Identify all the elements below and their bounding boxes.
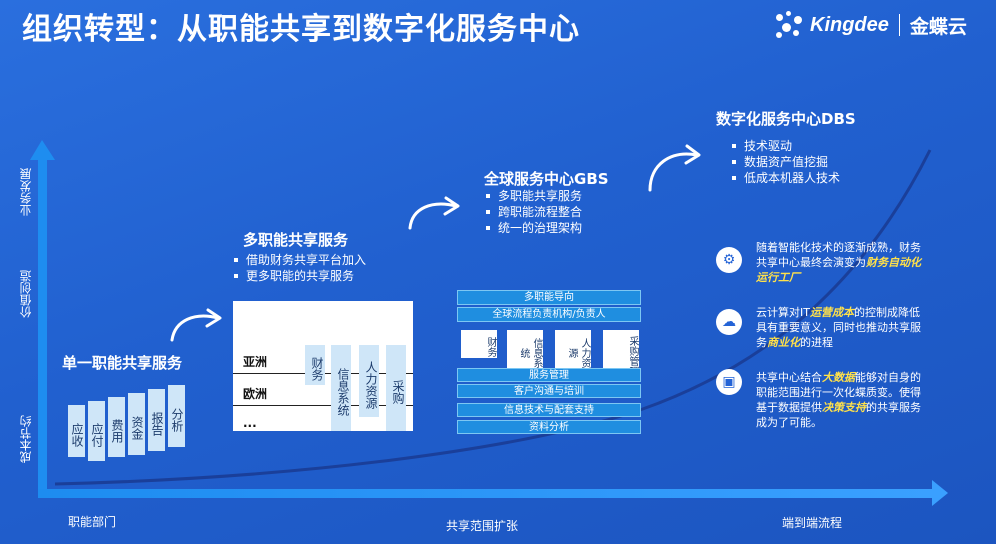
gbs-bar: 资料分析: [457, 420, 641, 434]
gbs-bar: 多职能导向: [457, 290, 641, 305]
y-axis-arrow-icon: [30, 140, 55, 160]
stage4-bullet: 低成本机器人技术: [730, 170, 840, 186]
stage2-bullet: 借助财务共享平台加入: [232, 252, 366, 268]
gbs-col: 信息系统: [507, 330, 543, 370]
stage2-col: 财务: [305, 345, 325, 385]
y-label-cost-saving: 成本节约: [19, 415, 33, 463]
stage2-col: 采购: [386, 345, 406, 431]
stage1-bars: 应收 应付 费用 资金 报告 分析: [68, 385, 188, 465]
stage3-bullets: 多职能共享服务 跨职能流程整合 统一的治理架构: [484, 188, 582, 236]
stage4-bullets: 技术驱动 数据资产值挖掘 低成本机器人技术: [730, 138, 840, 186]
stage1-bar: 报告: [148, 389, 165, 451]
stage1-title: 单一职能共享服务: [62, 354, 183, 372]
kingdee-logo-icon: [774, 10, 804, 40]
stage1-bar: 资金: [128, 393, 145, 455]
stage4-bullet: 数据资产值挖掘: [730, 154, 840, 170]
logo-brand: Kingdee: [810, 13, 889, 36]
stage1-bar: 应收: [68, 405, 85, 457]
stage3-bullet: 多职能共享服务: [484, 188, 582, 204]
x-label-share-scope: 共享范围扩张: [446, 519, 519, 533]
x-label-functional-dept: 职能部门: [68, 515, 117, 529]
page-title: 组织转型：从职能共享到数字化服务中心: [22, 12, 580, 47]
gbs-bar: 客户沟通与培训: [457, 384, 641, 398]
y-label-business-growth: 业务发展: [19, 168, 33, 216]
gbs-bar: 信息技术与配套支持: [457, 403, 641, 417]
stage2-bullet-cont: 更多职能的共享服务: [232, 268, 366, 284]
x-label-end-to-end: 端到端流程: [782, 516, 843, 530]
gbs-col: 人力资源: [555, 330, 591, 370]
stage1-bar: 应付: [88, 401, 105, 461]
row-label-europe: 欧洲: [243, 387, 268, 401]
chip-icon: ▣: [716, 369, 742, 395]
feature-cloud: 云计算对IT运营成本的控制成降低具有重要意义，同时也推动共享服务商业化的进程: [756, 306, 921, 349]
stage3-bullet: 统一的治理架构: [484, 220, 582, 236]
row-label-more: ...: [243, 416, 257, 430]
stage2-bullets: 借助财务共享平台加入 更多职能的共享服务: [232, 252, 366, 284]
stage4-bullet: 技术驱动: [730, 138, 840, 154]
x-axis: [38, 489, 936, 498]
gbs-bar: 全球流程负责机构/负责人: [457, 307, 641, 322]
logo-cn: 金蝶云: [909, 15, 967, 38]
stage2-col: 人力资源: [359, 345, 379, 417]
stage-arrow-3-icon: [648, 152, 699, 192]
stage-arrow-2-icon: [408, 202, 458, 230]
stage3-bullet: 跨职能流程整合: [484, 204, 582, 220]
feature-bigdata: 共享中心结合大数据能够对自身的职能范围进行一次化蝶质变。使得基于数据提供决策支持…: [756, 371, 921, 429]
row-label-asia: 亚洲: [243, 355, 268, 369]
gbs-col: 财务: [461, 330, 497, 358]
stage2-title: 多职能共享服务: [243, 231, 349, 249]
stage3-title: 全球服务中心GBS: [484, 170, 609, 188]
y-axis: [38, 160, 47, 490]
kingdee-logo: Kingdee 金蝶云: [774, 8, 967, 42]
stage1-bar: 费用: [108, 397, 125, 457]
stage4-title: 数字化服务中心DBS: [716, 110, 856, 128]
stage-arrow-1-icon: [170, 314, 220, 342]
y-label-value-creation: 价值创造: [19, 270, 33, 318]
gbs-bar: 服务管理: [457, 368, 641, 382]
feature-automation: 随着智能化技术的逐渐成熟，财务共享中心最终会演变为财务自动化运行工厂: [756, 241, 921, 284]
stage1-bar: 分析: [168, 385, 185, 447]
robot-icon: ⚙: [716, 247, 742, 273]
x-axis-arrow-icon: [932, 480, 948, 506]
stage2-col: 信息系统: [331, 345, 351, 431]
stage2-matrix: 亚洲 欧洲 ... 财务 信息系统 人力资源 采购: [233, 301, 413, 431]
stage3-structure: 多职能导向 全球流程负责机构/负责人 财务 信息系统 人力资源 采购管理 服务管…: [457, 290, 641, 436]
cloud-icon: ☁: [716, 309, 742, 335]
